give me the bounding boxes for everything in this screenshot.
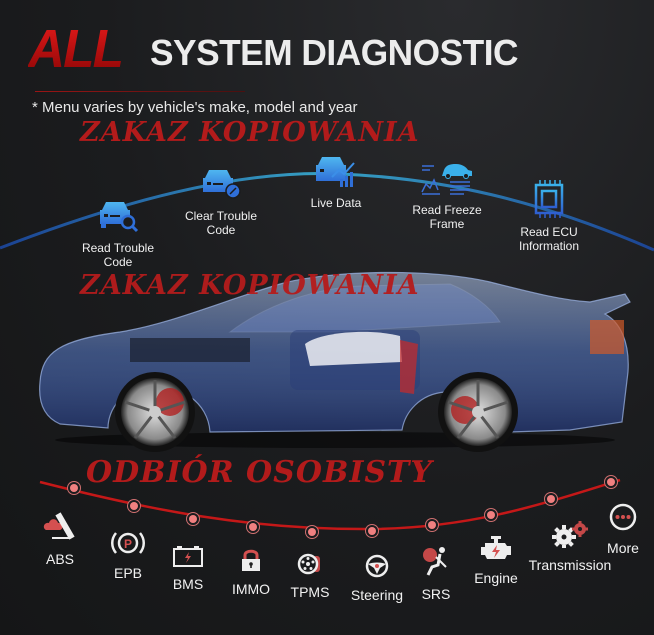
system-label: EPB: [113, 565, 142, 581]
system-label: Steering: [350, 587, 404, 603]
system-immo[interactable]: IMMO: [226, 548, 276, 597]
system-label: Engine: [474, 570, 518, 586]
feature-live-data[interactable]: Live Data: [290, 155, 382, 210]
system-label: More: [607, 540, 639, 556]
rear-wheel: [438, 372, 518, 452]
feature-label: Frame: [429, 217, 465, 231]
system-label: ABS: [45, 551, 74, 567]
curve-dot: [130, 502, 138, 510]
svg-text:P: P: [124, 537, 132, 551]
watermark-bottom: ODBIÓR OSOBISTY: [86, 455, 433, 490]
curve-dot: [368, 527, 376, 535]
feature-label: Code: [103, 255, 133, 269]
airbag-icon: [423, 547, 447, 576]
system-epb[interactable]: P EPB: [103, 530, 153, 581]
watermark-top: ZAKAZ KOPIOWANIA: [80, 117, 420, 148]
battery-icon: [173, 546, 203, 567]
engine-icon: [481, 536, 511, 559]
curve-dot: [308, 528, 316, 536]
feature-read-freeze-frame[interactable]: Read Freeze Frame: [401, 162, 493, 231]
car-magnifier-icon: [100, 202, 139, 233]
feature-label: Live Data: [310, 196, 362, 210]
feature-label: Read ECU: [520, 225, 578, 239]
page-title: SYSTEM DIAGNOSTIC: [150, 32, 519, 73]
gears-icon: [552, 521, 588, 548]
tire-icon: [297, 553, 320, 575]
feature-label: Clear Trouble: [184, 209, 258, 223]
transparent-car-image: [39, 271, 631, 452]
system-more[interactable]: More: [600, 503, 646, 556]
feature-label: Code: [206, 223, 236, 237]
steering-wheel-icon: [365, 554, 389, 578]
more-icon: [609, 503, 637, 531]
system-label: IMMO: [231, 581, 271, 597]
system-bms[interactable]: BMS: [163, 545, 213, 592]
abs-icon: [43, 512, 75, 540]
curve-dot: [189, 515, 197, 523]
system-srs[interactable]: SRS: [412, 545, 460, 602]
feature-label: Information: [518, 239, 580, 253]
system-steering[interactable]: Steering: [345, 554, 409, 603]
freeze-frame-icon: [421, 164, 472, 195]
chip-icon: [534, 180, 564, 218]
curve-dot: [249, 523, 257, 531]
system-abs[interactable]: ABS: [35, 510, 85, 567]
front-wheel: [115, 372, 195, 452]
curve-dot: [487, 511, 495, 519]
curve-dot: [607, 478, 615, 486]
curve-dot: [428, 521, 436, 529]
car-clear-icon: [203, 170, 241, 199]
system-label: Transmission: [528, 557, 612, 573]
feature-clear-trouble-code[interactable]: Clear Trouble Code: [175, 168, 267, 237]
feature-label: Read Freeze: [412, 203, 482, 217]
system-label: SRS: [421, 586, 451, 602]
system-transmission[interactable]: Transmission: [523, 520, 617, 573]
curve-dot: [547, 495, 555, 503]
title-highlight: ALL: [28, 19, 124, 79]
system-label: BMS: [172, 576, 204, 592]
parking-brake-icon: P: [111, 532, 145, 554]
title-divider: [35, 91, 245, 92]
feature-read-trouble-code[interactable]: Read Trouble Code: [72, 200, 164, 269]
watermark-middle: ZAKAZ KOPIOWANIA: [80, 270, 420, 301]
system-tpms[interactable]: TPMS: [285, 553, 335, 600]
menu-note: * Menu varies by vehicle's make, model a…: [32, 99, 358, 116]
system-label: TPMS: [290, 584, 330, 600]
feature-read-ecu-information[interactable]: Read ECU Information: [503, 180, 595, 253]
system-engine[interactable]: Engine: [468, 535, 524, 586]
car-chart-icon: [316, 157, 355, 187]
curve-dot: [70, 484, 78, 492]
feature-label: Read Trouble: [81, 241, 155, 255]
lock-icon: [242, 549, 260, 571]
